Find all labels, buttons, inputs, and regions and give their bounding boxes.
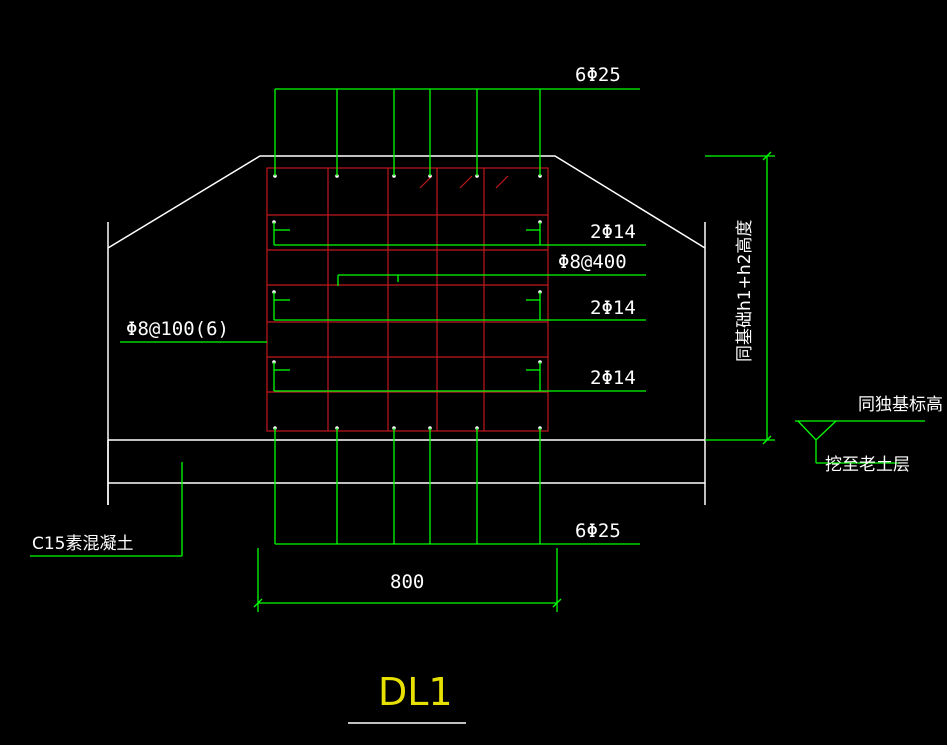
side-bars-label-2: 2Φ14 [590,297,636,319]
tie-bar-label: Φ8@400 [558,251,627,273]
width-dimension-label: 800 [390,571,424,593]
level-note-label: 同独基标高 [858,395,943,415]
concrete-outline [107,155,706,724]
leader-lines [30,88,925,612]
side-bars-label-3: 2Φ14 [590,367,636,389]
drawing-title: DL1 [378,670,453,714]
rebar-cage [266,167,549,432]
side-bars-label-1: 2Φ14 [590,221,636,243]
concrete-note-label: C15素混凝土 [32,534,134,554]
excavate-note-label: 挖至老土层 [825,455,910,475]
height-note-label: 同基础h1+h2高度 [735,220,755,362]
top-bars-label: 6Φ25 [575,64,621,86]
stirrups-label: Φ8@100(6) [126,318,229,340]
bottom-bars-label: 6Φ25 [575,520,621,542]
